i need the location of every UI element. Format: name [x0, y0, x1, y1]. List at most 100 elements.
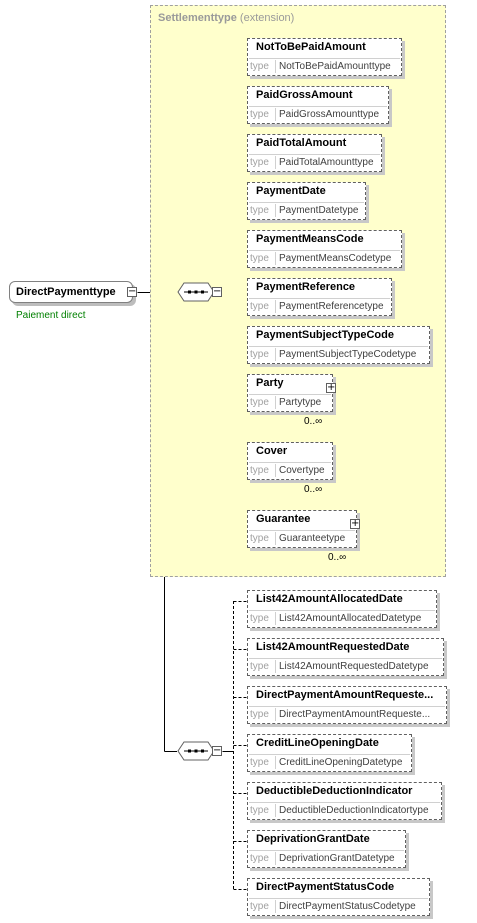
type-separator — [275, 660, 276, 673]
type-row: type DeprivationGrantDatetype — [249, 850, 404, 867]
type-name: List42AmountAllocatedDatetype — [279, 613, 422, 624]
type-keyword: type — [250, 533, 269, 544]
type-separator — [275, 252, 276, 265]
element-name: List42AmountAllocatedDate — [256, 593, 403, 605]
type-keyword: type — [250, 853, 269, 864]
element-name: DeprivationGrantDate — [256, 833, 370, 845]
type-separator — [275, 804, 276, 817]
element-name: Guarantee — [256, 513, 311, 525]
type-separator — [275, 612, 276, 625]
element-name: DeductibleDeductionIndicator — [256, 785, 413, 797]
type-separator — [275, 204, 276, 217]
root-element-name: DirectPaymenttype — [16, 286, 116, 298]
type-keyword: type — [250, 157, 269, 168]
sequence-compositor-1[interactable] — [177, 282, 215, 302]
type-keyword: type — [250, 901, 269, 912]
extension-base-name: Settlementtype — [158, 12, 237, 24]
element-name: PaymentSubjectTypeCode — [256, 329, 394, 341]
type-keyword: type — [250, 205, 269, 216]
cardinality-label: 0..∞ — [304, 484, 323, 495]
type-separator — [275, 60, 276, 73]
element-name: DirectPaymentStatusCode — [256, 881, 395, 893]
type-separator — [275, 756, 276, 769]
type-name: CreditLineOpeningDatetype — [279, 757, 403, 768]
type-name: PaidTotalAmounttype — [279, 157, 374, 168]
type-separator — [275, 348, 276, 361]
expand-icon[interactable]: + — [326, 382, 336, 393]
type-name: PaymentReferencetype — [279, 301, 384, 312]
element-name: PaymentDate — [256, 185, 326, 197]
type-separator — [275, 532, 276, 545]
extension-title: Settlementtype (extension) — [158, 12, 294, 24]
element-name: Cover — [256, 445, 288, 457]
type-keyword: type — [250, 465, 269, 476]
type-name: PaymentSubjectTypeCodetype — [279, 349, 417, 360]
type-name: List42AmountRequestedDatetype — [279, 661, 429, 672]
type-row: type NotToBePaidAmounttype — [249, 58, 400, 75]
type-keyword: type — [250, 757, 269, 768]
sequence-compositor-2[interactable] — [177, 741, 215, 761]
sequence-icon — [177, 282, 215, 302]
element-name: PaidGrossAmount — [256, 89, 353, 101]
sequence-2-collapse-icon[interactable]: − — [212, 745, 222, 756]
element-name: DirectPaymentAmountRequeste... — [256, 689, 434, 701]
type-row: type PaymentMeansCodetype — [249, 250, 400, 267]
element-name: Party — [256, 377, 284, 389]
type-row: type PaymentSubjectTypeCodetype — [249, 346, 428, 363]
type-name: DirectPaymentAmountRequeste... — [279, 709, 431, 720]
type-keyword: type — [250, 61, 269, 72]
type-name: DeductibleDeductionIndicatortype — [279, 805, 429, 816]
root-element[interactable]: DirectPaymenttype — [9, 281, 133, 303]
type-separator — [275, 300, 276, 313]
cardinality-label: 0..∞ — [328, 552, 347, 563]
type-row: type DeductibleDeductionIndicatortype — [249, 802, 440, 819]
type-name: PaidGrossAmounttype — [279, 109, 380, 120]
collapse-icon[interactable]: − — [127, 286, 137, 297]
type-name: Guaranteetype — [279, 533, 346, 544]
type-keyword: type — [250, 301, 269, 312]
type-separator — [275, 708, 276, 721]
type-separator — [275, 156, 276, 169]
type-separator — [275, 396, 276, 409]
expand-icon[interactable]: + — [350, 518, 360, 529]
type-name: DeprivationGrantDatetype — [279, 853, 395, 864]
type-keyword: type — [250, 253, 269, 264]
type-keyword: type — [250, 805, 269, 816]
cardinality-label: 0..∞ — [304, 416, 323, 427]
type-row: type PaymentReferencetype — [249, 298, 390, 315]
sequence-icon — [177, 741, 215, 761]
type-name: NotToBePaidAmounttype — [279, 61, 391, 72]
type-name: PaymentMeansCodetype — [279, 253, 392, 264]
type-row: type Guaranteetype — [249, 530, 355, 547]
type-separator — [275, 852, 276, 865]
type-keyword: type — [250, 349, 269, 360]
element-name: CreditLineOpeningDate — [256, 737, 379, 749]
type-separator — [275, 464, 276, 477]
sequence-1-collapse-icon[interactable]: − — [212, 286, 222, 297]
type-row: type PaymentDatetype — [249, 202, 364, 219]
extension-qualifier: (extension) — [239, 12, 295, 24]
type-name: PaymentDatetype — [279, 205, 359, 216]
